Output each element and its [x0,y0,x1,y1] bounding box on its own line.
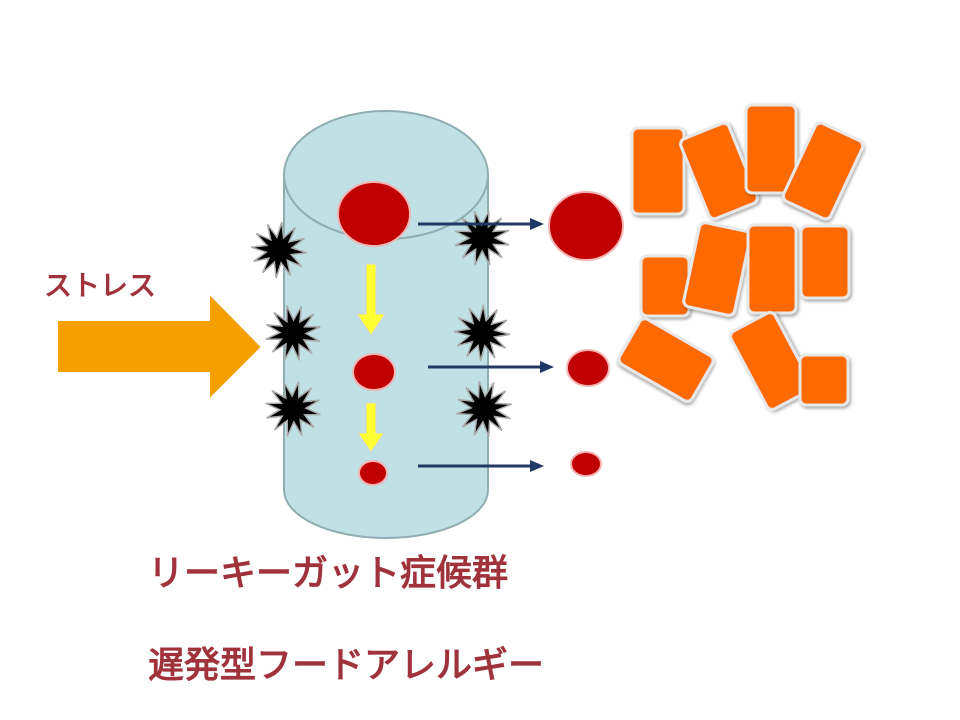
explosion-icon [265,305,321,361]
food-block [682,221,752,317]
food-block [746,223,798,315]
right-arrow-3 [418,460,544,472]
food-blocks [617,103,865,411]
stress-label: ストレス [44,269,157,302]
food-block [728,311,814,411]
food-block [744,103,798,195]
explosion-icon [453,304,511,362]
particle-medium-inner [352,353,396,391]
food-block [799,224,851,300]
down-arrow-2 [357,402,385,453]
inner-particles [337,181,411,486]
food-block [639,254,691,318]
food-block [617,317,715,403]
food-block [679,121,759,221]
particle-large-outer [548,191,624,261]
food-block [630,126,686,216]
particle-medium-outer [566,349,610,387]
food-block [781,121,865,221]
delayed-allergy-title: 遅発型フードアレルギー [148,645,545,686]
particle-small-outer [570,451,602,477]
down-arrow-1 [356,263,386,336]
food-block [798,353,850,407]
particle-large-inner [337,181,411,247]
right-arrow-1 [418,218,544,230]
particle-small-inner [358,460,388,486]
leaky-gut-title: リーキーガット症候群 [148,553,509,594]
right-arrow-2 [428,361,554,373]
outer-particles [548,191,624,477]
right-arrows [418,218,554,472]
explosion-icon [250,221,308,279]
explosion-icon [456,381,512,437]
down-arrows [356,263,386,453]
explosion-icon [265,381,321,437]
stress-arrow [56,290,264,403]
